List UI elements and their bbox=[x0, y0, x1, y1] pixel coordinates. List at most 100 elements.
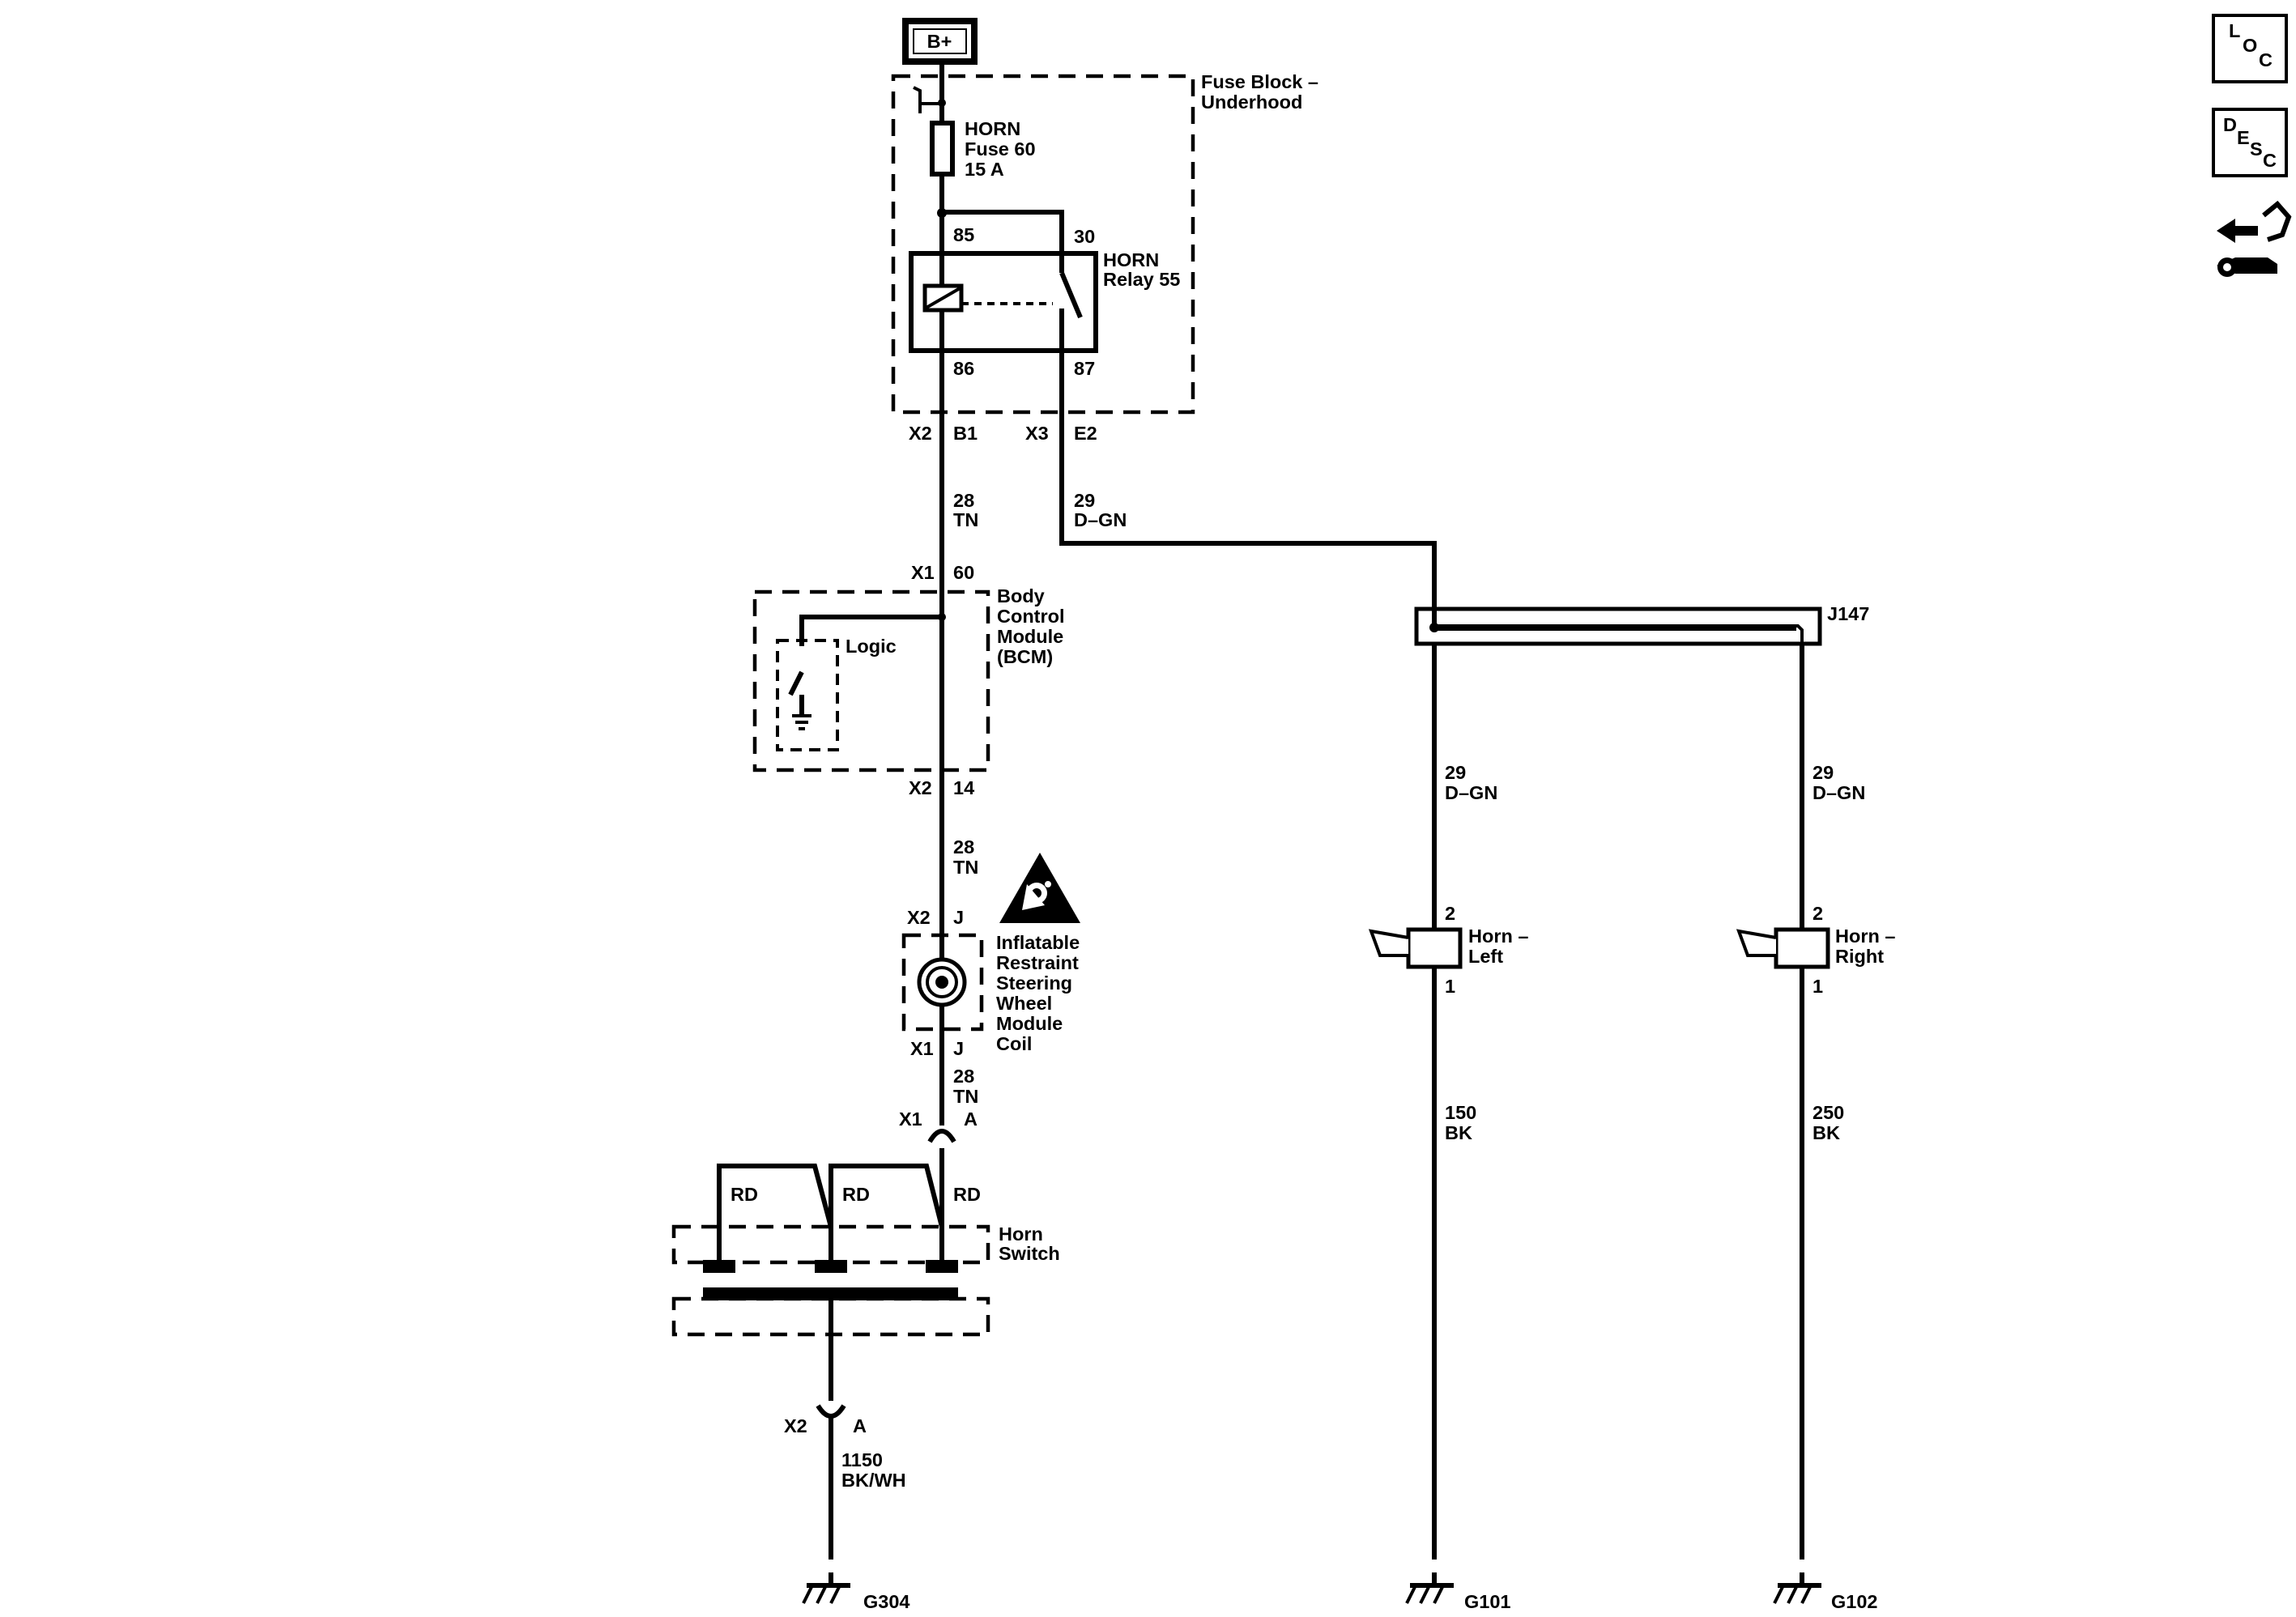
coil-top-connector: X2 bbox=[907, 907, 931, 928]
wire-tn-3-color: TN bbox=[953, 1086, 978, 1107]
coil-name-2: Restraint bbox=[996, 952, 1079, 973]
wire-tn-2-gauge: 28 bbox=[953, 836, 974, 857]
horn-switch-name-2: Switch bbox=[999, 1243, 1060, 1264]
relay-pin-30: 30 bbox=[1074, 226, 1095, 247]
loc-letter-l: L bbox=[2229, 20, 2240, 41]
fuse-label-2: Fuse 60 bbox=[965, 138, 1036, 160]
horn-left-pin-1: 1 bbox=[1445, 976, 1455, 997]
bcm-boundary bbox=[752, 589, 990, 772]
ground-g102-icon bbox=[1773, 1583, 1821, 1604]
inline-x2-pin: A bbox=[853, 1415, 867, 1436]
desc-letter-e: E bbox=[2237, 127, 2250, 148]
fuse-block-name: Fuse Block – bbox=[1201, 71, 1318, 92]
horn-left-name-2: Left bbox=[1468, 946, 1503, 967]
wire-tn-2-color: TN bbox=[953, 857, 978, 878]
fuse-block-boundary bbox=[891, 74, 1195, 415]
wire-bk-left-color: BK bbox=[1445, 1122, 1472, 1143]
wire-dgn-left-color: D–GN bbox=[1445, 782, 1497, 803]
horn-switch-wire-1-color: RD bbox=[731, 1184, 758, 1205]
ground-g102-label: G102 bbox=[1831, 1591, 1878, 1612]
bcm-name-3: Module bbox=[997, 626, 1063, 647]
inline-x1-pin: A bbox=[964, 1108, 978, 1130]
desc-letter-c: C bbox=[2263, 150, 2277, 171]
connector-x3: X3 bbox=[1025, 423, 1049, 444]
fuse-label-1: HORN bbox=[965, 118, 1020, 139]
diagnostic-tools-icon[interactable] bbox=[2217, 200, 2292, 277]
loc-letter-c: C bbox=[2259, 49, 2273, 70]
wire-bk-right-color: BK bbox=[1813, 1122, 1840, 1143]
connector-x2-pin: B1 bbox=[953, 423, 978, 444]
wire-dgn-1-gauge: 29 bbox=[1074, 490, 1095, 511]
bcm-name-4: (BCM) bbox=[997, 646, 1053, 667]
description-icon[interactable]: D E S C bbox=[2212, 108, 2288, 177]
relay-pin-86: 86 bbox=[953, 358, 974, 379]
horn-left-pin-2: 2 bbox=[1445, 903, 1455, 924]
bcm-top-pin: 60 bbox=[953, 562, 974, 583]
connector-x2: X2 bbox=[909, 423, 932, 444]
loc-letter-o: O bbox=[2243, 35, 2257, 56]
battery-positive-source: B+ bbox=[902, 18, 978, 65]
splice-j147 bbox=[1414, 606, 1822, 646]
ground-g304-icon bbox=[802, 1583, 850, 1604]
horn-right-name-1: Horn – bbox=[1835, 926, 1895, 947]
connector-x3-pin: E2 bbox=[1074, 423, 1097, 444]
horn-right bbox=[1736, 927, 1830, 1538]
horn-right-name-2: Right bbox=[1835, 946, 1884, 967]
bcm-bottom-pin: 14 bbox=[953, 777, 974, 798]
horn-relay-55 bbox=[909, 208, 1098, 353]
horn-left bbox=[1368, 927, 1463, 1538]
coil-name-5: Module bbox=[996, 1013, 1063, 1034]
coil-bottom-connector: X1 bbox=[910, 1038, 934, 1059]
relay-pin-85: 85 bbox=[953, 224, 974, 245]
ground-g304-label: G304 bbox=[863, 1591, 910, 1612]
airbag-warning-icon bbox=[999, 853, 1080, 923]
inline-x1-connector: X1 bbox=[899, 1108, 922, 1130]
horn-left-name-1: Horn – bbox=[1468, 926, 1528, 947]
wire-dgn-right-color: D–GN bbox=[1813, 782, 1865, 803]
coil-name-4: Wheel bbox=[996, 993, 1052, 1014]
bcm-name-2: Control bbox=[997, 606, 1065, 627]
ground-g101-label: G101 bbox=[1464, 1591, 1511, 1612]
horn-switch-boundary-top bbox=[671, 1224, 990, 1265]
horn-switch-wire-2-color: RD bbox=[842, 1184, 870, 1205]
wire-bplus-to-fuse bbox=[913, 62, 946, 121]
ground-g101-icon bbox=[1405, 1583, 1454, 1604]
horn-switch-boundary-bottom bbox=[671, 1296, 990, 1337]
splice-name: J147 bbox=[1827, 603, 1869, 624]
horn-right-pin-1: 1 bbox=[1813, 976, 1823, 997]
horn-switch-wire-3-color: RD bbox=[953, 1184, 981, 1205]
coil-top-pin: J bbox=[953, 907, 964, 928]
wire-dgn-left-gauge: 29 bbox=[1445, 762, 1466, 783]
horn-switch-name-1: Horn bbox=[999, 1223, 1043, 1245]
wire-tn-1-color: TN bbox=[953, 509, 978, 530]
relay-pin-87: 87 bbox=[1074, 358, 1095, 379]
wire-gnd-gauge: 1150 bbox=[841, 1449, 883, 1470]
bcm-logic-switch bbox=[776, 613, 946, 751]
desc-letter-d: D bbox=[2223, 114, 2237, 135]
wire-bk-right-gauge: 250 bbox=[1813, 1102, 1844, 1123]
wire-dgn-1-color: D–GN bbox=[1074, 509, 1127, 530]
inline-x2-connector: X2 bbox=[784, 1415, 807, 1436]
wire-gnd-color: BK/WH bbox=[841, 1470, 906, 1491]
coil-name-6: Coil bbox=[996, 1033, 1032, 1054]
wire-dgn-right-gauge: 29 bbox=[1813, 762, 1834, 783]
relay-name-2: Relay 55 bbox=[1103, 269, 1180, 290]
bcm-bottom-connector: X2 bbox=[909, 777, 932, 798]
location-icon[interactable]: L O C bbox=[2212, 14, 2288, 83]
bcm-logic-label: Logic bbox=[846, 636, 897, 657]
bcm-top-connector: X1 bbox=[911, 562, 935, 583]
inline-connector-x2 bbox=[816, 1386, 846, 1419]
inline-connector-x1 bbox=[927, 1129, 956, 1164]
coil-name-3: Steering bbox=[996, 972, 1072, 994]
horn-fuse-60 bbox=[930, 121, 955, 212]
coil-bottom-pin: J bbox=[953, 1038, 964, 1059]
wire-tn-1-gauge: 28 bbox=[953, 490, 974, 511]
relay-name-1: HORN bbox=[1103, 249, 1159, 270]
desc-letter-s: S bbox=[2250, 138, 2263, 160]
battery-positive-label: B+ bbox=[927, 31, 952, 52]
wire-bk-left-gauge: 150 bbox=[1445, 1102, 1476, 1123]
fuse-label-3: 15 A bbox=[965, 159, 1004, 180]
bcm-name-1: Body bbox=[997, 585, 1045, 606]
wire-dgn-relay-to-splice bbox=[1059, 351, 1437, 628]
